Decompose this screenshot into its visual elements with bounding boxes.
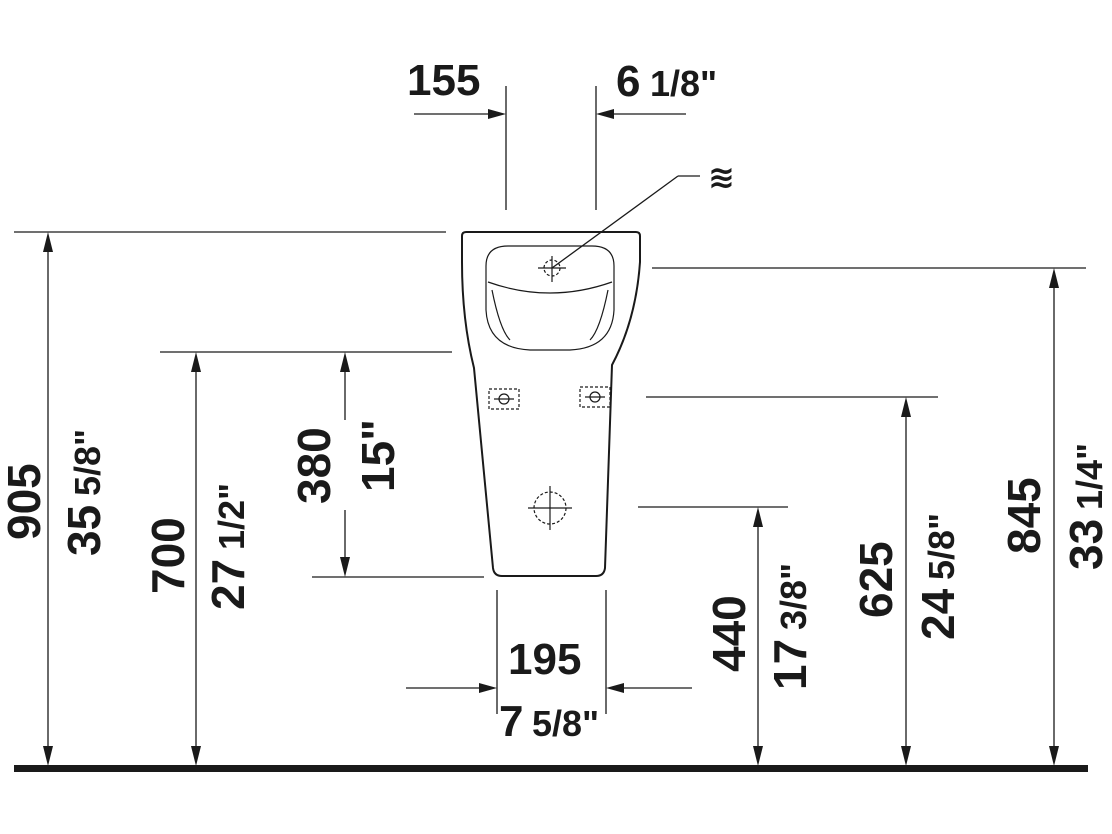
inlet-width-in-frac: 1/8" xyxy=(650,63,717,104)
outlet-height-in-whole: 17 xyxy=(764,639,816,690)
rim-height-in-whole: 33 xyxy=(1060,519,1112,570)
dimension-side-fixing-height: 625 24 5/8" xyxy=(646,396,964,766)
side-fixing-height-mm: 625 xyxy=(850,541,902,618)
inlet-width-in-whole: 6 xyxy=(616,57,640,106)
outlet-height-in-frac: 3/8" xyxy=(773,563,814,630)
total-height-in-frac: 5/8" xyxy=(67,429,108,496)
rim-height-in-frac: 1/4" xyxy=(1069,443,1110,510)
dimension-inlet-width: 155 6 1/8" xyxy=(407,56,717,210)
fixing-height-in-frac: 1/2" xyxy=(211,483,252,550)
fixing-height-in-whole: 27 xyxy=(202,559,254,610)
fixing-point-left xyxy=(488,388,520,410)
outlet-width-in-whole: 7 xyxy=(499,697,523,746)
dimension-total-height: 905 35 5/8" xyxy=(0,231,446,766)
fixing-height-mm: 700 xyxy=(142,517,194,594)
outlet-width-in-frac: 5/8" xyxy=(532,703,599,744)
total-height-in-whole: 35 xyxy=(58,505,110,556)
rim-height-mm: 845 xyxy=(998,477,1050,554)
fixing-spacing-mm: 380 xyxy=(288,427,340,504)
outlet-width-mm: 195 xyxy=(508,635,581,684)
waste-outlet xyxy=(528,486,572,530)
urinal-front-view xyxy=(461,231,641,577)
outlet-height-mm: 440 xyxy=(703,595,755,672)
dimension-fixing-spacing: 380 15" xyxy=(288,352,484,578)
floor-line xyxy=(14,765,1088,772)
fixing-point-right xyxy=(579,386,611,408)
side-fixing-height-in-frac: 5/8" xyxy=(921,513,962,580)
dimension-rim-height: 845 33 1/4" xyxy=(652,267,1112,766)
fixing-spacing-in: 15" xyxy=(352,419,404,492)
dimension-fixing-height: 700 27 1/2" xyxy=(142,351,452,766)
dimension-outlet-width: 195 7 5/8" xyxy=(406,590,692,746)
inlet-width-mm: 155 xyxy=(407,56,480,105)
total-height-mm: 905 xyxy=(0,463,50,540)
side-fixing-height-in-whole: 24 xyxy=(912,588,964,640)
dimension-outlet-height: 440 17 3/8" xyxy=(638,506,816,766)
water-supply-icon: ≋ xyxy=(708,159,735,195)
